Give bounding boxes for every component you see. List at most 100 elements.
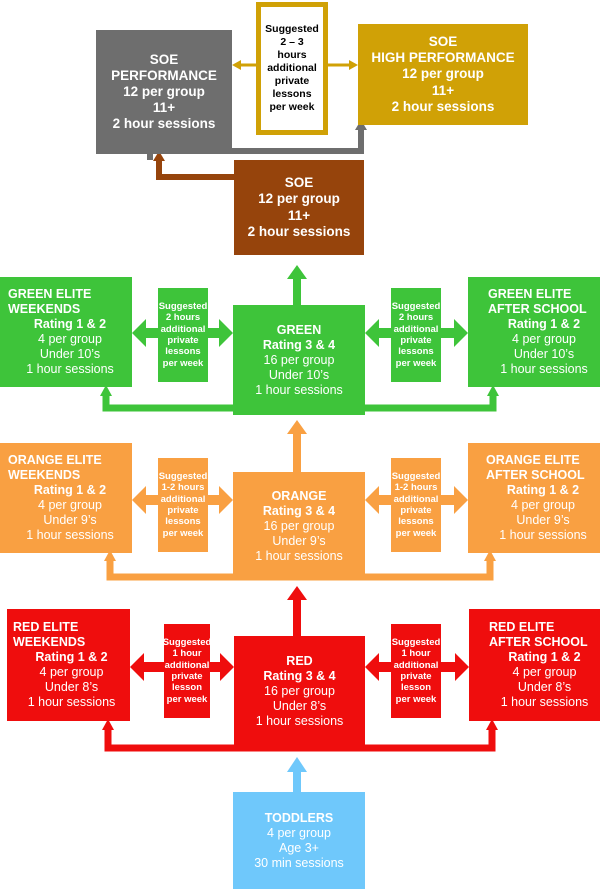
box-line: 2 hours [165,312,201,324]
box-line: 1 hour sessions [255,714,344,728]
box-line: private [400,505,432,516]
box-line: 16 per group [264,684,335,698]
box-line: additional [160,493,206,505]
box-line: Under 10’s [513,347,575,361]
box-line: HIGH PERFORMANCE [371,50,515,66]
box-line: AFTER SCHOOL [489,635,588,649]
box-line: SOE [428,34,458,50]
box-line: TODDLERS [264,810,334,825]
box-line: Under 9’s [43,513,97,527]
box-line: GREEN ELITE [488,287,572,301]
box-line: additional [393,493,439,505]
box-line: 1-2 hours [394,482,438,494]
box-line: SOE [284,175,314,191]
soe-connectors [147,60,367,180]
box-line: 1 hour sessions [26,362,114,376]
box-line: 2 hour sessions [112,116,216,132]
green-suggested-lessons-right: Suggested 2 hours additional private les… [391,288,441,382]
box-line: 1 hour sessions [26,528,114,542]
box-line: lesson [171,682,203,694]
orange-suggested-lessons-right: Suggested 1-2 hours additional private l… [391,458,441,552]
box-line: per week [269,101,315,114]
box-line: Rating 1 & 2 [507,317,581,331]
box-line: Under 8’s [44,680,99,694]
box-line: lessons [398,516,434,528]
soe-high-performance-box: SOE HIGH PERFORMANCE 12 per group 11+ 2 … [358,24,528,125]
box-line: 11+ [152,100,176,116]
box-line: hours [277,48,307,61]
box-line: 2 hour sessions [391,98,495,114]
box-line: 4 per group [39,665,104,679]
box-line: GREEN ELITE [8,287,92,301]
box-line: Rating 1 & 2 [35,650,108,664]
toddlers-box: TODDLERS 4 per group Age 3+ 30 min sessi… [233,792,365,889]
box-line: per week [395,357,437,369]
box-line: private [167,335,199,346]
box-line: 16 per group [263,518,335,533]
box-line: 1 hour sessions [255,382,343,397]
box-line: lessons [272,88,312,101]
box-line: 1 hour sessions [255,548,343,563]
box-line: lessons [165,516,201,528]
red-suggested-lessons-left: Suggested 1 hour additional private less… [162,624,212,718]
green-elite-weekends-box: GREEN ELITE WEEKENDS Rating 1 & 2 4 per … [0,277,132,387]
box-line: lessons [165,346,201,358]
box-line: Under 8’s [517,680,572,694]
box-line: Suggested [162,636,212,648]
box-line: WEEKENDS [13,635,86,649]
green-suggested-lessons-left: Suggested 2 hours additional private les… [158,288,208,382]
box-line: per week [162,527,204,539]
box-line: private [400,671,432,682]
soe-box: SOE 12 per group 11+ 2 hour sessions [234,160,364,255]
box-line: Under 9’s [516,513,570,527]
box-line: 2 – 3 [280,35,304,48]
box-line: 4 per group [512,332,576,346]
box-line: 2 hours [398,312,434,324]
box-line: 1-2 hours [161,482,205,494]
box-line: private [167,505,199,516]
box-line: 30 min sessions [254,855,344,870]
box-line: 4 per group [38,498,102,512]
box-line: 1 hour sessions [499,528,587,542]
box-line: ORANGE ELITE [486,453,580,467]
box-line: 16 per group [263,352,335,367]
red-connectors [102,586,498,752]
box-line: 1 hour sessions [27,695,116,709]
box-line: 1 hour [172,648,202,660]
box-line: Rating 3 & 4 [262,337,336,352]
box-line: 2 hour sessions [247,223,351,239]
box-line: 12 per group [402,66,484,82]
toddlers-connector [287,757,307,792]
box-line: PERFORMANCE [111,67,217,83]
box-line: Suggested [391,470,441,482]
box-line: GREEN [276,322,322,337]
orange-elite-after-school-box: ORANGE ELITE AFTER SCHOOL Rating 1 & 2 4… [468,443,600,553]
soe-suggested-lessons-box: Suggested 2 – 3 hours additional private… [256,2,328,135]
box-line: 1 hour sessions [500,695,589,709]
box-line: additional [393,323,439,335]
box-line: 4 per group [267,825,331,840]
box-line: per week [395,693,437,705]
box-line: 11+ [287,207,311,223]
box-line: 11+ [431,82,455,98]
red-suggested-lessons-right: Suggested 1 hour additional private less… [391,624,441,718]
box-line: 1 hour [401,648,431,660]
box-line: 12 per group [123,83,205,99]
red-elite-weekends-box: RED ELITE WEEKENDS Rating 1 & 2 4 per gr… [7,609,130,721]
box-line: Suggested [265,22,319,35]
box-line: Suggested [391,300,441,312]
box-line: 4 per group [38,332,102,346]
box-line: private [274,75,310,88]
box-line: Under 8’s [272,699,327,713]
green-elite-after-school-box: GREEN ELITE AFTER SCHOOL Rating 1 & 2 4 … [468,277,600,387]
box-line: additional [393,659,439,671]
box-line: per week [166,693,208,705]
box-line: per week [162,357,204,369]
box-line: Rating 1 & 2 [33,483,107,497]
orange-elite-weekends-box: ORANGE ELITE WEEKENDS Rating 1 & 2 4 per… [0,443,132,553]
box-line: additional [267,61,317,74]
red-main-box: RED Rating 3 & 4 16 per group Under 8’s … [234,636,365,747]
box-line: AFTER SCHOOL [488,302,587,316]
box-line: AFTER SCHOOL [486,468,585,482]
box-line: lesson [400,682,432,694]
